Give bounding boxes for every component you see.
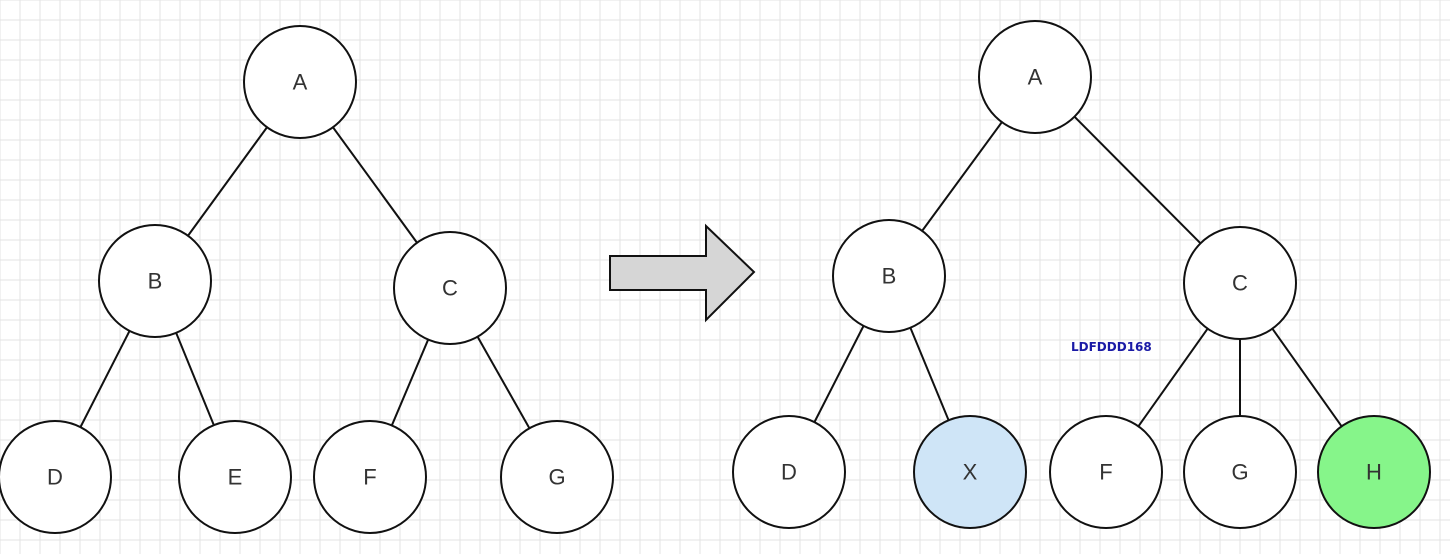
right-node-d-label: D (781, 460, 797, 485)
right-node-b-circle (832, 219, 946, 333)
right-node-a-label: A (1028, 65, 1043, 90)
right-node-f-circle (1049, 415, 1163, 529)
right-node-g-label: G (1231, 460, 1248, 485)
left-node-e-circle (178, 420, 292, 534)
left-node-e: E (178, 420, 292, 534)
right-arrow-icon (609, 223, 756, 323)
left-node-g: G (500, 420, 614, 534)
right-node-h: H (1317, 415, 1431, 529)
right-node-g-circle (1183, 415, 1297, 529)
right-node-d: D (732, 415, 846, 529)
right-tree: A B C D X F G H (732, 20, 1431, 529)
right-node-x: X (913, 415, 1027, 529)
left-node-a-label: A (293, 70, 308, 95)
right-node-c-label: C (1232, 271, 1248, 296)
left-node-a-circle (243, 25, 357, 139)
right-node-h-circle (1317, 415, 1431, 529)
left-node-a: A (243, 25, 357, 139)
right-node-b: B (832, 219, 946, 333)
right-edge-c-h (1271, 328, 1343, 427)
left-node-c-circle (393, 231, 507, 345)
right-node-a: A (978, 20, 1092, 134)
right-node-f: F (1049, 415, 1163, 529)
left-edge-b-e (175, 332, 215, 426)
left-node-f-label: F (363, 465, 376, 490)
right-node-h-label: H (1366, 460, 1382, 485)
left-node-b-circle (98, 224, 212, 338)
left-edge-b-d (79, 330, 131, 428)
right-edge-b-d (813, 325, 865, 423)
left-node-d-circle (0, 420, 112, 534)
left-tree: A B C D E F G (0, 25, 614, 534)
right-node-d-circle (732, 415, 846, 529)
left-tree-nodes: A B C D E F G (0, 25, 614, 534)
right-node-g: G (1183, 415, 1297, 529)
right-node-b-label: B (882, 264, 897, 289)
right-node-c: C (1183, 226, 1297, 340)
right-tree-edges (813, 115, 1343, 427)
left-node-g-label: G (548, 465, 565, 490)
right-tree-nodes: A B C D X F G H (732, 20, 1431, 529)
left-node-d: D (0, 420, 112, 534)
watermark-text: LDFDDD168 (1071, 340, 1152, 354)
left-node-f: F (313, 420, 427, 534)
left-edge-c-f (390, 339, 430, 426)
left-edge-a-b (187, 126, 268, 237)
right-node-f-label: F (1099, 460, 1112, 485)
right-node-x-label: X (963, 460, 978, 485)
left-node-b: B (98, 224, 212, 338)
left-node-c-label: C (442, 276, 458, 301)
right-node-c-circle (1183, 226, 1297, 340)
left-edge-c-g (476, 336, 531, 429)
right-edge-b-x (909, 327, 950, 421)
left-node-f-circle (313, 420, 427, 534)
left-tree-edges (79, 126, 531, 429)
right-edge-c-f (1137, 328, 1209, 427)
left-node-g-circle (500, 420, 614, 534)
right-arrow-shape (609, 223, 756, 323)
right-edge-a-b (921, 121, 1003, 232)
left-node-e-label: E (228, 465, 243, 490)
left-node-b-label: B (148, 269, 163, 294)
right-node-x-circle (913, 415, 1027, 529)
left-node-d-label: D (47, 465, 63, 490)
left-edge-a-c (332, 126, 418, 244)
right-node-a-circle (978, 20, 1092, 134)
right-edge-a-c (1073, 115, 1202, 245)
left-node-c: C (393, 231, 507, 345)
